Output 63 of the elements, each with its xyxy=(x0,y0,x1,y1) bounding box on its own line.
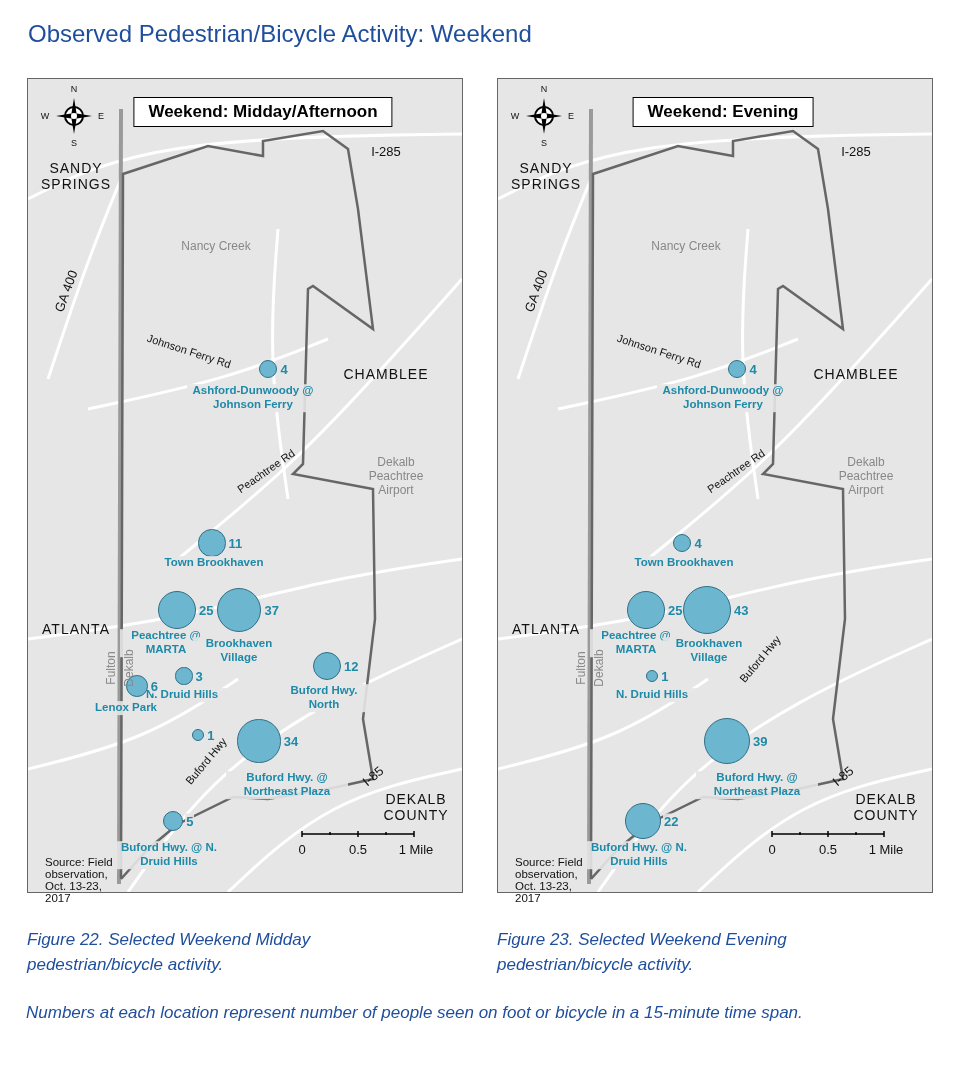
page-title: Observed Pedestrian/Bicycle Activity: Weekend xyxy=(28,20,532,48)
compass-letter: S xyxy=(71,138,77,148)
place-label: ATLANTA xyxy=(512,621,580,637)
map-title: Weekend: Evening xyxy=(632,97,814,127)
source-note: Source: Field observation, Oct. 13-23, 2017 xyxy=(45,856,114,904)
road-label: GA 400 xyxy=(51,268,81,314)
activity-bubble xyxy=(198,529,226,557)
compass-letter: N xyxy=(70,84,78,94)
county-label: Dekalb xyxy=(592,649,606,687)
source-note: Source: Field observation, Oct. 13-23, 2017 xyxy=(515,856,584,904)
road-label: GA 400 xyxy=(521,268,551,314)
compass-letter: E xyxy=(568,111,574,121)
road-label: I-285 xyxy=(371,143,401,159)
compass-letter: W xyxy=(40,111,50,121)
scale-label: 0.5 xyxy=(348,841,368,857)
count-label: 22 xyxy=(663,813,680,829)
scale-label: 1 Mile xyxy=(398,841,434,857)
place-label: SANDY SPRINGS xyxy=(510,160,582,192)
activity-bubble xyxy=(258,359,278,379)
place-label: SANDY SPRINGS xyxy=(40,160,112,192)
activity-bubble xyxy=(312,651,342,681)
activity-bubble xyxy=(191,728,205,742)
road-label: I-85 xyxy=(359,763,387,789)
road-label: I-85 xyxy=(829,763,857,789)
activity-bubble xyxy=(627,591,665,629)
scale-label: 0 xyxy=(298,841,306,857)
compass-letter: E xyxy=(98,111,104,121)
water-label: Nancy Creek xyxy=(181,239,251,253)
scale-label: 0 xyxy=(768,841,776,857)
place-label: DEKALB COUNTY xyxy=(382,791,450,823)
scale-label: 1 Mile xyxy=(868,841,904,857)
activity-bubble xyxy=(672,533,692,553)
place-label: CHAMBLEE xyxy=(813,366,899,382)
airport-label: Dekalb Peachtree Airport xyxy=(367,455,425,497)
county-label: Fulton xyxy=(104,651,118,685)
activity-bubble xyxy=(162,810,184,832)
count-label: 5 xyxy=(185,813,195,829)
water-label: Nancy Creek xyxy=(651,239,721,253)
location-label: Buford Hwy. @ Northeast Plaza xyxy=(696,771,818,799)
road-label: I-285 xyxy=(841,143,871,159)
location-label: Buford Hwy. @ Northeast Plaza xyxy=(226,771,348,799)
map-title: Weekend: Midday/Afternoon xyxy=(133,97,393,127)
county-label: Dekalb xyxy=(122,649,136,687)
activity-bubble xyxy=(158,591,196,629)
figure-caption: Figure 23. Selected Weekend Evening pedestrian/bicycle activity. xyxy=(497,929,788,976)
activity-bubble xyxy=(175,667,193,685)
place-label: DEKALB COUNTY xyxy=(852,791,920,823)
compass-letter: W xyxy=(510,111,520,121)
place-label: ATLANTA xyxy=(42,621,110,637)
airport-label: Dekalb Peachtree Airport xyxy=(837,455,895,497)
county-label: Fulton xyxy=(574,651,588,685)
activity-bubble xyxy=(237,719,281,763)
activity-bubble xyxy=(704,718,750,764)
caption: Numbers at each location represent number of people seen on foot or bicycle in a 15-minute time span. xyxy=(26,1003,803,1023)
activity-bubble xyxy=(683,586,731,634)
compass-letter: N xyxy=(540,84,548,94)
activity-bubble xyxy=(727,359,747,379)
compass-letter: S xyxy=(541,138,547,148)
activity-bubble xyxy=(625,803,661,839)
place-label: CHAMBLEE xyxy=(343,366,429,382)
figure-caption: Figure 22. Selected Weekend Midday pedestrian/bicycle activity. xyxy=(27,929,312,976)
activity-bubble xyxy=(645,669,659,683)
scale-label: 0.5 xyxy=(818,841,838,857)
